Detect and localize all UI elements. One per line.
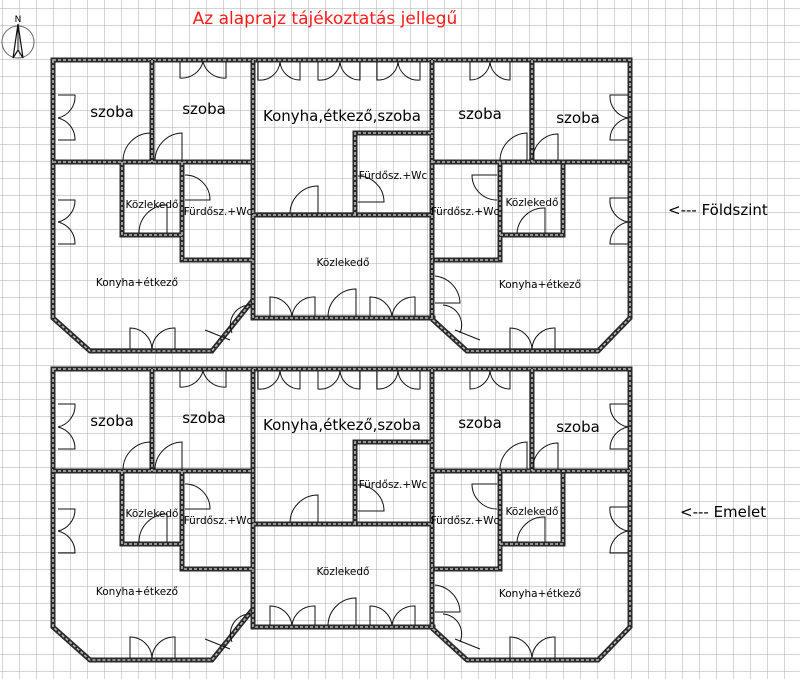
room-label: Fürdősz.+Wc	[184, 206, 253, 218]
room-label: Fürdősz.+Wc	[431, 206, 500, 218]
disclaimer-title: Az alaprajz tájékoztatás jellegű	[193, 9, 458, 29]
room-label: Közlekedő	[126, 199, 179, 211]
upper-floor-labels: szoba szoba Konyha,étkező,szoba szoba sz…	[90, 409, 600, 600]
room-label: szoba	[458, 414, 502, 432]
floor-name-label: <--- Emelet	[680, 503, 766, 521]
room-label: Fürdősz.+Wc	[359, 479, 428, 491]
room-label: Közlekedő	[506, 197, 559, 209]
room-label: Konyha+étkező	[96, 277, 178, 289]
room-label: Közlekedő	[317, 566, 370, 578]
room-label: Konyha+étkező	[499, 279, 581, 291]
room-label: szoba	[556, 109, 600, 127]
compass-label: N	[15, 15, 22, 25]
room-label: Közlekedő	[317, 257, 370, 269]
room-label: Fürdősz.+Wc	[431, 515, 500, 527]
room-label: Közlekedő	[506, 506, 559, 518]
room-label: szoba	[182, 100, 226, 118]
room-label: Konyha+étkező	[499, 588, 581, 600]
room-label: Konyha,étkező,szoba	[263, 107, 421, 125]
ground-floor-labels: szoba szoba Konyha,étkező,szoba szoba sz…	[90, 100, 600, 291]
room-label: Fürdősz.+Wc	[359, 170, 428, 182]
room-label: szoba	[90, 412, 134, 430]
room-label: szoba	[182, 409, 226, 427]
room-label: Konyha,étkező,szoba	[263, 416, 421, 434]
room-label: Konyha+étkező	[96, 586, 178, 598]
north-arrow-icon	[1, 23, 35, 59]
room-label: szoba	[458, 105, 502, 123]
floor-name-label: <--- Földszint	[668, 201, 768, 219]
room-label: szoba	[90, 103, 134, 121]
room-label: szoba	[556, 418, 600, 436]
room-label: Fürdősz.+Wc	[184, 515, 253, 527]
room-label: Közlekedő	[126, 508, 179, 520]
